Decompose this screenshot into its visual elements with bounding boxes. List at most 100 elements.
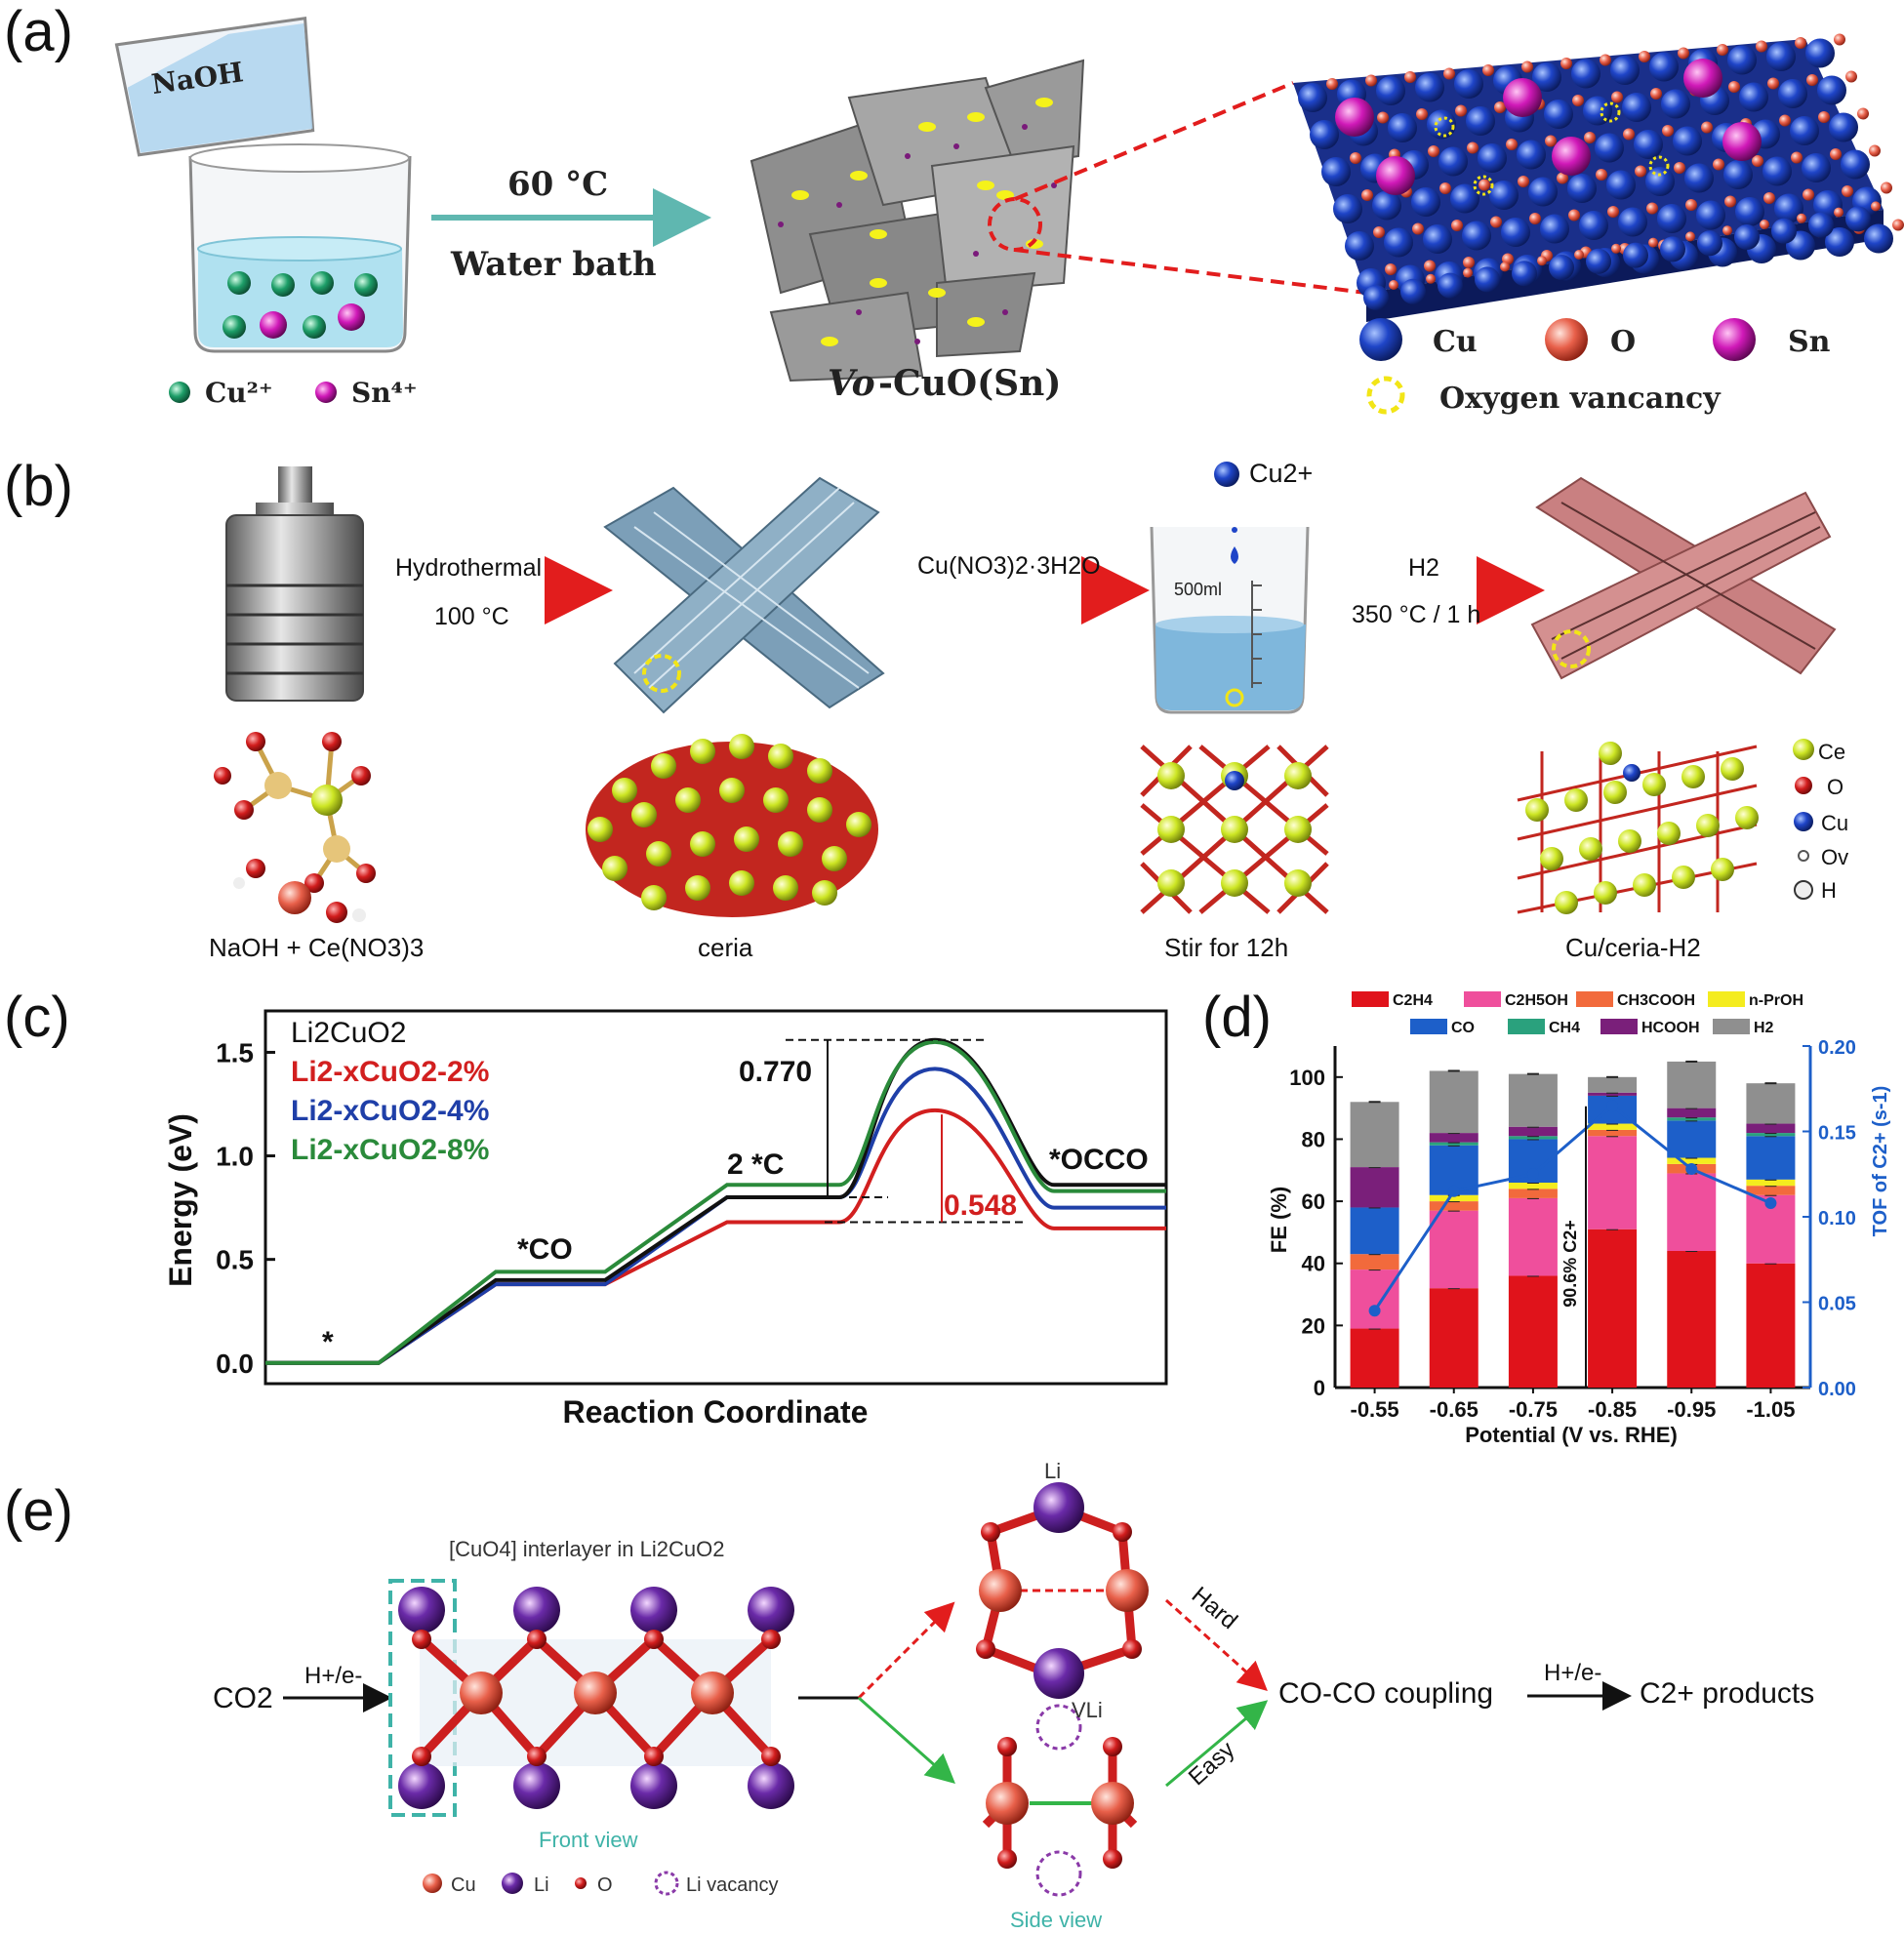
y-axis-label: Energy (eV) [163,1113,198,1287]
stacked-bar-segment [1667,1117,1717,1121]
atom-legend-e: Cu Li O Li vacancy [423,1871,779,1896]
stacked-bar-segment [1746,1083,1796,1124]
slab-cu-atom [1739,82,1768,112]
legend-sn: Sn [1788,325,1831,359]
legend-o: O [1610,325,1636,359]
slab-edge-atom [1660,236,1685,262]
slab-cu-atom [1829,112,1858,142]
y-tick-label: 60 [1302,1189,1325,1214]
y-tick-label: 40 [1302,1252,1325,1276]
legend-swatch [1708,991,1745,1007]
slab-edge-o [1389,280,1398,290]
arrow-method: Water bath [450,245,657,284]
he-label-2: H+/e- [1544,1660,1601,1686]
slab-o-atom [1881,181,1892,194]
slab-cu-atom [1567,174,1597,203]
slab-o-atom [1572,95,1584,106]
legend-label: C2H5OH [1505,992,1568,1009]
stacked-bar-segment [1350,1254,1399,1270]
slab-o-atom [1763,192,1775,204]
slab-cu-atom [1696,200,1725,230]
slab-o-atom [1752,155,1763,167]
slab-cu-atom [1376,76,1405,105]
slab-o-atom [1365,74,1377,87]
slab-edge-atom [1512,261,1537,287]
stacked-bar-segment [1508,1275,1558,1388]
stacked-bar-segment [1508,1073,1558,1127]
slab-edge-atom [1438,272,1463,299]
autoclave-icon [225,466,364,702]
slab-o-atom [1685,199,1697,211]
slab-o-atom [1607,206,1619,218]
slab-o-atom [1857,107,1869,120]
o-atom-icon-b [1795,777,1812,794]
slab-edge-atom [1697,230,1722,257]
slab-o-atom [1521,60,1533,73]
slab-o-atom [1385,263,1397,275]
legend-swatch [1713,1019,1750,1034]
slab-o-atom [1326,78,1338,90]
slab-o-atom [1779,114,1791,127]
legend-entry: Li2-xCuO2-4% [291,1095,489,1127]
stacked-bar-segment [1508,1136,1558,1140]
slab-o-atom [1611,91,1623,103]
stacked-bar-segment [1508,1183,1558,1189]
co2-label: CO2 [213,1682,273,1714]
y-tick-label: 0.0 [216,1349,254,1379]
stacked-bar-segment [1588,1076,1638,1093]
slab-edge-o [1871,201,1881,212]
slab-cu-atom [1762,156,1792,186]
barrier-high-label: 0.770 [739,1056,812,1088]
slab-cu-atom [1298,83,1327,112]
slab-cu-atom [1610,56,1640,85]
slab-o-atom [1674,162,1685,174]
tof-line [1373,1104,1772,1312]
slab-o-atom [1834,33,1845,46]
slab-cu-atom [1571,59,1600,89]
slab-cu-atom [1579,211,1608,240]
tof-point [1606,1100,1619,1112]
slab-o-atom [1545,135,1557,147]
legend-entry: Li2CuO2 [291,1017,406,1049]
slab-cu-atom [1774,193,1803,223]
tof-point [1764,1197,1777,1209]
panel-e: (e) [CuO4] interlayer in Li2CuO2 CO2 H+/… [4,1459,1814,1932]
y-tick-label: 1.5 [216,1037,254,1068]
cu2-label: Cu2+ [1249,459,1313,488]
slab-cu-atom [1384,227,1413,258]
slab-o-atom [1756,40,1767,53]
energy-series-line [265,1037,1166,1365]
easy-path-arrow-out [1165,1700,1269,1788]
slab-cu-atom [1540,214,1569,244]
y2-axis-label: TOF of C2+ (s-1) [1870,1086,1891,1237]
nanosheets-illustration [749,59,1085,383]
slab-o-atom [1443,67,1455,80]
slab-cu-atom [1727,45,1757,75]
product-prefix: Vo [828,363,875,404]
sn-ion-label: Sn⁴⁺ [351,377,418,409]
y-tick-label: 100 [1289,1066,1325,1090]
slab-o-atom [1791,151,1803,164]
slab-o-atom [1600,54,1611,66]
slab-cu-atom [1790,116,1819,145]
slab-o-atom [1767,77,1779,90]
slab-edge-atom [1363,285,1389,310]
slab-cu-atom [1528,177,1558,207]
legend-swatch [1508,1019,1545,1034]
y-tick-label: 0 [1314,1376,1325,1400]
stirring-beaker: 500ml [1150,526,1310,714]
slab-o-atom [1568,209,1580,222]
precursor-molecule [214,732,376,923]
stacked-bar-segment [1508,1189,1558,1198]
reaction-beaker [188,143,412,353]
legend-label: CH3COOH [1617,992,1695,1009]
slab-edge-o [1834,207,1843,218]
stacked-bar-segment [1588,1136,1638,1229]
cu-ceria-lattice [1513,740,1762,915]
slab-edge-o [1760,220,1769,229]
slab-cu-atom [1415,72,1444,102]
tof-point [1447,1185,1460,1197]
slab-o-atom [1842,185,1853,197]
legend-b-o: O [1827,775,1843,799]
hard-path-arrow-out [1164,1598,1268,1692]
